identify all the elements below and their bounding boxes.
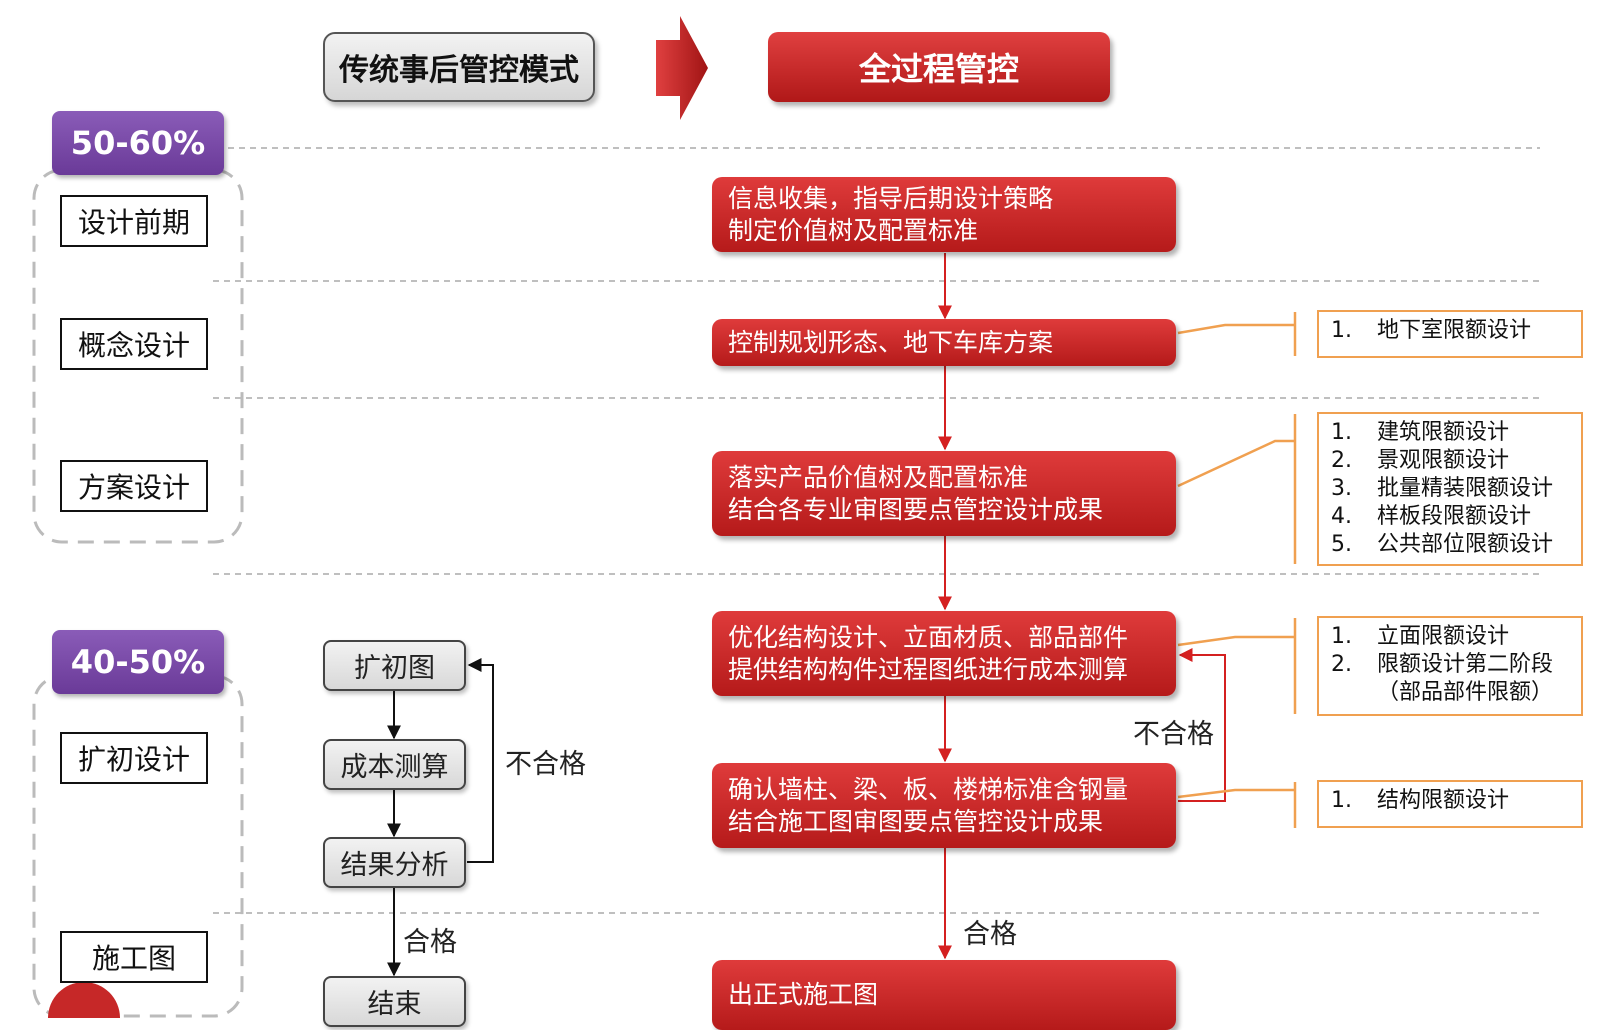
main-step-box: 控制规划形态、地下车库方案 (712, 319, 1176, 366)
trad-pass-label: 合格 (403, 927, 457, 958)
main-step-line: 结合施工图审图要点管控设计成果 (728, 806, 1104, 836)
trad-step-box: 成本测算 (323, 739, 466, 790)
limit-list-item: （部品部件限额） (1377, 680, 1554, 705)
fail-loop-arrow (1178, 648, 1226, 802)
limit-list-item: 1.立面限额设计 (1331, 624, 1510, 649)
main-step-line: 确认墙柱、梁、板、楼梯标准含钢量 (728, 774, 1129, 804)
main-step-box: 优化结构设计、立面材质、部品部件 提供结构构件过程图纸进行成本测算 (712, 611, 1176, 696)
corner-red-circle (48, 982, 120, 1018)
limit-list-item: 2.景观限额设计 (1331, 448, 1510, 473)
limit-connector (1177, 788, 1295, 799)
trad-fail-loop-arrow (467, 658, 494, 863)
limit-list-item: 1.地下室限额设计 (1331, 318, 1532, 343)
main-fail-label: 不合格 (1133, 719, 1214, 750)
main-step-line: 优化结构设计、立面材质、部品部件 (728, 622, 1129, 652)
main-step-box: 确认墙柱、梁、板、楼梯标准含钢量 结合施工图审图要点管控设计成果 (712, 763, 1176, 848)
limit-list-item: 1.结构限额设计 (1331, 788, 1510, 813)
limit-list: 1.建筑限额设计 2.景观限额设计 3.批量精装限额设计 4.样板段限额设计 5… (1317, 412, 1583, 566)
limit-connector (1177, 439, 1295, 488)
limit-list-item: 1.建筑限额设计 (1331, 420, 1510, 445)
main-step-line: 出正式施工图 (728, 980, 879, 1009)
limit-list-item: 3.批量精装限额设计 (1331, 476, 1554, 501)
trad-fail-label: 不合格 (505, 749, 586, 780)
limit-list: 1.立面限额设计 2.限额设计第二阶段 （部品部件限额） (1317, 616, 1583, 716)
limit-list: 1.结构限额设计 (1317, 780, 1583, 828)
stage-label-concept: 概念设计 (60, 318, 208, 370)
percent-badge: 40-50% (52, 630, 224, 694)
traditional-mode-header: 传统事后管控模式 (323, 32, 595, 102)
main-step-line: 提供结构构件过程图纸进行成本测算 (728, 654, 1129, 684)
trad-step-box: 结果分析 (323, 837, 466, 888)
trad-step-box: 扩初图 (323, 640, 466, 691)
stage-label-pre-design: 设计前期 (60, 195, 208, 247)
main-step-line: 结合各专业审图要点管控设计成果 (728, 494, 1104, 524)
limit-list: 1.地下室限额设计 (1317, 310, 1583, 358)
main-step-box: 落实产品价值树及配置标准 结合各专业审图要点管控设计成果 (712, 451, 1176, 536)
stage-label-construction-drawing: 施工图 (60, 931, 208, 983)
main-step-line: 信息收集，指导后期设计策略 (728, 183, 1054, 213)
stage-group-frame (32, 168, 244, 544)
main-step-box: 信息收集，指导后期设计策略 制定价值树及配置标准 (712, 177, 1176, 252)
main-step-line: 控制规划形态、地下车库方案 (728, 327, 1054, 357)
main-step-line: 落实产品价值树及配置标准 (728, 462, 1029, 492)
full-process-header: 全过程管控 (768, 32, 1110, 102)
transition-arrow (656, 16, 708, 120)
limit-connector (1177, 323, 1295, 335)
main-step-box: 出正式施工图 (712, 960, 1176, 1030)
limit-list-item: 4.样板段限额设计 (1331, 504, 1532, 529)
trad-step-box: 结束 (323, 976, 466, 1027)
percent-badge: 50-60% (52, 111, 224, 175)
main-step-line: 制定价值树及配置标准 (728, 215, 979, 245)
limit-list-item: 5.公共部位限额设计 (1331, 532, 1554, 557)
stage-label-scheme: 方案设计 (60, 460, 208, 512)
limit-connector (1177, 635, 1295, 647)
stage-label-preliminary: 扩初设计 (60, 732, 208, 784)
main-pass-label: 合格 (963, 919, 1017, 950)
stage-group-frame (32, 674, 244, 1018)
limit-list-item: 2.限额设计第二阶段 (1331, 652, 1554, 677)
